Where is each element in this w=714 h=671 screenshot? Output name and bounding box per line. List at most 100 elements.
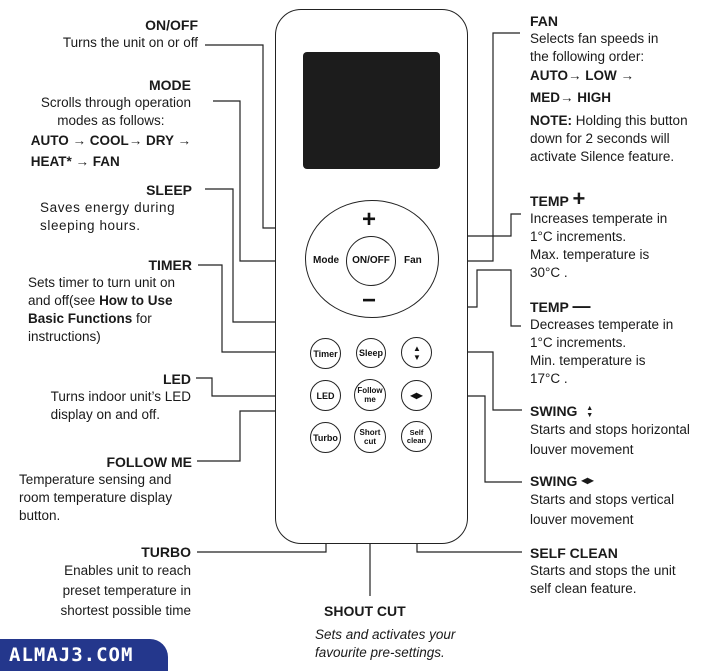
turbo-button[interactable]: Turbo <box>310 422 341 453</box>
shortcut-desc-2: favourite pre-settings. <box>315 645 445 660</box>
selfclean-desc-1: Starts and stops the unit <box>530 563 676 578</box>
temp-down-title: TEMP <box>530 299 569 315</box>
fan-title: FAN <box>530 13 558 29</box>
fan-sequence-2: MED→ HIGH <box>530 90 611 105</box>
follow-me-button[interactable]: Follow me <box>354 379 386 411</box>
swing-h-annotation: SWING ◀▶ Starts and stops vertical louve… <box>530 472 674 530</box>
follow-me-desc-2: room temperature display <box>19 490 173 505</box>
temp-up-button[interactable]: + <box>362 206 377 233</box>
timer-desc-2b: How to Use <box>99 293 173 308</box>
mode-annotation: MODE Scrolls through operation modes as … <box>31 76 191 172</box>
self-clean-label-1: Self <box>409 427 424 437</box>
follow-me-label-2: me <box>364 395 376 404</box>
temp-up-desc-2: 1°C increments. <box>530 229 627 244</box>
sleep-title: SLEEP <box>146 182 192 198</box>
shortcut-desc-1: Sets and activates your <box>315 627 456 642</box>
timer-desc-2a: and off(see <box>28 293 100 308</box>
sleep-button-label: Sleep <box>358 348 383 358</box>
swing-v-desc-2: louver movement <box>530 442 634 457</box>
fan-note-2: down for 2 seconds will <box>530 131 670 146</box>
fan-desc-2: the following order: <box>530 49 645 64</box>
onoff-desc: Turns the unit on or off <box>62 35 198 50</box>
fan-button[interactable]: Fan <box>404 255 422 266</box>
timer-desc-3a: for <box>132 311 152 326</box>
temp-up-desc-3: Max. temperature is <box>530 247 650 262</box>
fan-note-label: NOTE: <box>530 113 572 128</box>
onoff-button-label: ON/OFF <box>352 255 390 266</box>
follow-me-desc-3: button. <box>19 508 61 523</box>
temp-up-desc-1: Increases temperate in <box>530 211 668 226</box>
sleep-annotation: SLEEP Saves energy during sleeping hours… <box>40 181 192 235</box>
fan-note-3: activate Silence feature. <box>530 149 675 164</box>
timer-desc-1: Sets timer to turn unit on <box>28 275 176 290</box>
swing-h-title-row: SWING ◀▶ <box>530 472 674 490</box>
onoff-button[interactable]: ON/OFF <box>346 236 396 286</box>
timer-button[interactable]: Timer <box>310 338 341 369</box>
shortcut-title: SHOUT CUT <box>324 603 406 619</box>
temp-down-button[interactable]: − <box>362 287 377 314</box>
watermark-text: ALMAJ3.COM <box>9 644 134 666</box>
swing-vertical-legend-icon: ▲▼ <box>586 405 594 420</box>
remote-display <box>303 52 440 169</box>
swing-horizontal-legend-icon: ◀▶ <box>581 476 594 485</box>
timer-desc-3: Basic Functions for <box>28 310 192 328</box>
fan-note-1: NOTE: Holding this button <box>530 112 688 130</box>
follow-me-label-1: Follow <box>357 386 383 395</box>
turbo-desc-2: preset temperature in <box>62 583 191 598</box>
line-led <box>196 377 310 397</box>
fan-annotation: FAN Selects fan speeds in the following … <box>530 12 688 166</box>
mode-title: MODE <box>149 77 191 93</box>
swing-vertical-button[interactable]: ▲▼ <box>401 337 432 368</box>
selfclean-annotation: SELF CLEAN Starts and stops the unit sel… <box>530 544 676 598</box>
sleep-button[interactable]: Sleep <box>356 338 386 368</box>
sleep-desc-2: sleeping hours. <box>40 218 141 233</box>
swing-horizontal-icon: ◀▶ <box>410 390 423 400</box>
short-cut-button[interactable]: Short cut <box>354 421 386 453</box>
temp-down-title-row: TEMP — <box>530 297 673 316</box>
mode-sequence-2: HEAT* → FAN <box>30 154 120 169</box>
temp-down-desc-2: 1°C increments. <box>530 335 627 350</box>
fan-sequence-1: AUTO→ LOW → <box>530 68 634 83</box>
turbo-desc-1: Enables unit to reach <box>64 563 191 578</box>
swing-h-title: SWING <box>530 473 578 489</box>
swing-horizontal-button[interactable]: ◀▶ <box>401 380 432 411</box>
temp-up-title: TEMP <box>530 193 569 209</box>
turbo-button-label: Turbo <box>313 432 338 443</box>
swing-h-desc-2: louver movement <box>530 512 634 527</box>
temp-up-annotation: TEMP + Increases temperate in 1°C increm… <box>530 188 668 282</box>
led-desc-2: display on and off. <box>50 407 161 422</box>
self-clean-button[interactable]: Self clean <box>401 421 432 452</box>
timer-desc-2: and off(see How to Use <box>28 292 192 310</box>
follow-me-desc-1: Temperature sensing and <box>19 472 172 487</box>
mode-sequence-1: AUTO → COOL→ DRY → <box>30 133 191 148</box>
swing-v-annotation: SWING ▲▼ Starts and stops horizontal lou… <box>530 402 690 460</box>
swing-h-desc-1: Starts and stops vertical <box>530 492 675 507</box>
temp-up-title-row: TEMP + <box>530 188 667 210</box>
sleep-desc-1: Saves energy during <box>40 200 176 215</box>
line-timer <box>198 264 310 353</box>
swing-v-title: SWING <box>530 403 578 419</box>
minus-icon: — <box>572 296 591 316</box>
timer-annotation: TIMER Sets timer to turn unit on and off… <box>28 256 192 346</box>
temp-down-annotation: TEMP — Decreases temperate in 1°C increm… <box>530 297 673 388</box>
led-annotation: LED Turns indoor unit’s LED display on a… <box>51 370 191 424</box>
turbo-title: TURBO <box>141 544 191 560</box>
short-cut-label-1: Short <box>359 428 381 437</box>
led-title: LED <box>163 371 191 387</box>
led-button-label: LED <box>316 390 335 401</box>
selfclean-desc-2: self clean feature. <box>530 581 637 596</box>
swing-vertical-icon: ▲▼ <box>412 343 422 362</box>
fan-desc-1: Selects fan speeds in <box>530 31 659 46</box>
timer-desc-3b: Basic Functions <box>28 311 133 326</box>
fan-note-text: Holding this button <box>572 113 688 128</box>
follow-me-title: FOLLOW ME <box>106 454 192 470</box>
mode-button[interactable]: Mode <box>313 255 340 266</box>
self-clean-label-2: clean <box>406 435 427 445</box>
short-cut-label-2: cut <box>364 437 376 446</box>
led-button[interactable]: LED <box>310 380 341 411</box>
swing-v-title-row: SWING ▲▼ <box>530 402 690 420</box>
temp-down-desc-1: Decreases temperate in <box>530 317 674 332</box>
timer-desc-4: instructions) <box>28 329 101 344</box>
site-watermark-logo: ALMAJ3.COM <box>0 639 168 671</box>
swing-v-desc-1: Starts and stops horizontal <box>530 422 690 437</box>
